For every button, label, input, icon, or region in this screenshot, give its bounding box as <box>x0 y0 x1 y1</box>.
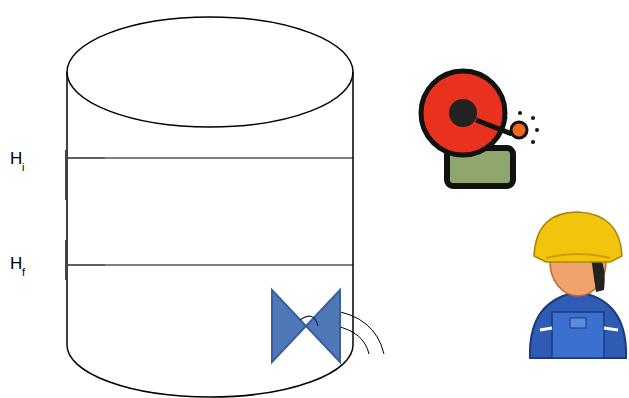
worker-icon <box>530 212 626 358</box>
tank-wall <box>66 72 68 345</box>
valve-symbol <box>306 290 340 362</box>
level-line <box>67 157 353 158</box>
tank-bottom <box>67 345 353 397</box>
gauge-mark <box>65 240 67 280</box>
level-label: H <box>10 150 22 167</box>
level-tick <box>67 264 105 266</box>
valve-symbol <box>272 290 306 362</box>
alarm-bell <box>421 71 539 186</box>
tank-top <box>67 17 353 127</box>
valve-stem <box>300 316 318 326</box>
tank-wall <box>352 72 354 345</box>
gauge-mark <box>65 150 67 200</box>
level-line <box>67 264 353 265</box>
level-subscript: i <box>22 162 24 173</box>
level-tick <box>67 157 105 159</box>
level-label: H <box>10 255 22 272</box>
level-subscript: f <box>22 267 25 278</box>
